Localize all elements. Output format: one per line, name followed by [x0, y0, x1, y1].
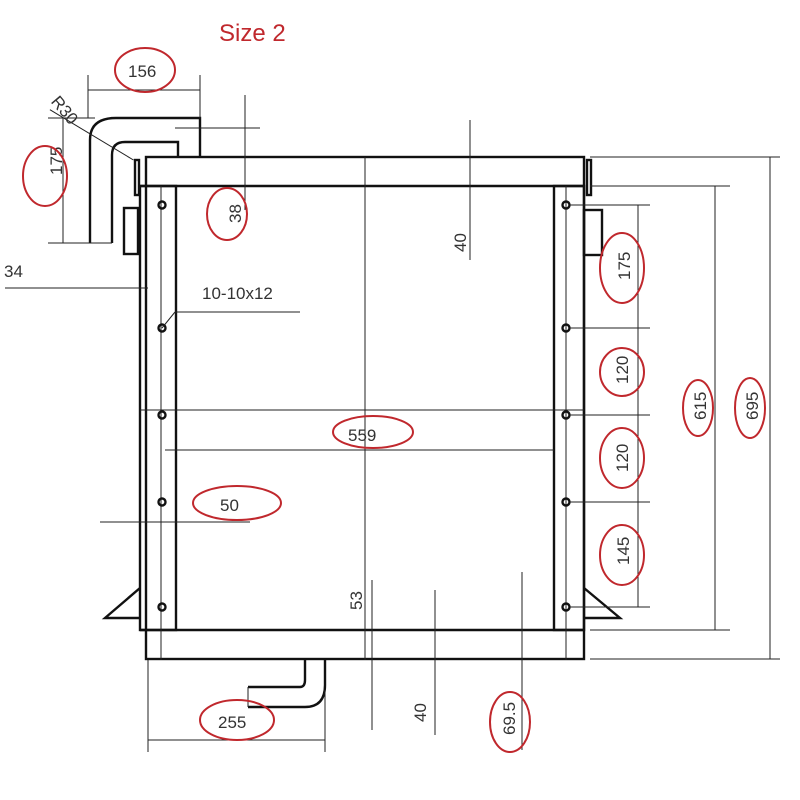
dim-overall-height: 695: [743, 392, 762, 420]
dim-top-pipe-height: 175: [47, 147, 66, 175]
dim-bottom-pipe-drop: 53: [347, 591, 366, 610]
size-title: Size 2: [219, 20, 286, 47]
highlight-ellipses: [22, 47, 766, 753]
dim-top-pipe-width: 156: [128, 62, 156, 81]
dim-bottom-offset: 69.5: [500, 702, 519, 735]
inlet-pipe: [88, 116, 202, 243]
outlet-pipe: [248, 659, 307, 689]
dim-right-hole-top: 175: [615, 252, 634, 280]
dim-core-width: 559: [348, 426, 376, 445]
dim-right-hole-mid2: 120: [613, 444, 632, 472]
dim-radius: R30: [47, 92, 82, 128]
dim-core-height: 615: [691, 392, 710, 420]
dim-top-frame: 40: [451, 233, 470, 252]
dim-side-frame: 50: [220, 496, 239, 515]
dim-right-hole-mid1: 120: [613, 356, 632, 384]
dim-bottom-pipe-position: 255: [218, 713, 246, 732]
dim-left-offset: 34: [4, 262, 23, 281]
hole-spec: 10-10x12: [202, 284, 273, 303]
dim-top-offset: 38: [226, 204, 245, 223]
dim-bottom-frame: 40: [411, 703, 430, 722]
mounting-holes-right: [561, 200, 571, 612]
dim-right-hole-bottom: 145: [614, 537, 633, 565]
mounting-holes-left: [157, 200, 167, 612]
